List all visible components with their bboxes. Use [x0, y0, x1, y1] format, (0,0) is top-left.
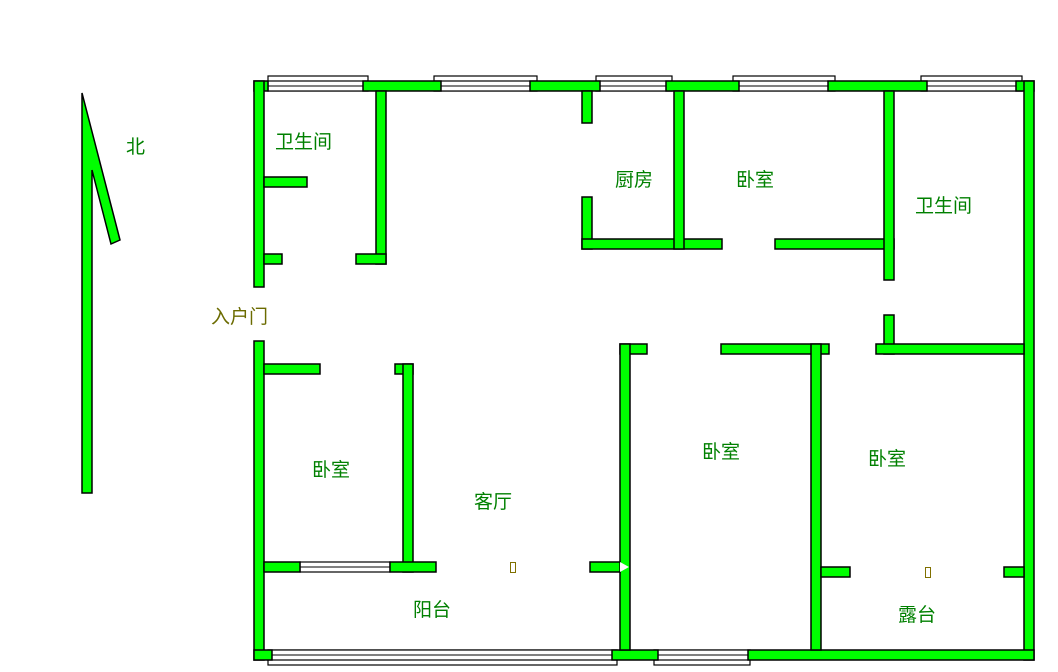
room-label-bedroom-right: 卧室	[868, 448, 907, 470]
walls	[253, 80, 1035, 661]
opening-marker	[925, 567, 931, 578]
room-label-balcony: 阳台	[413, 599, 452, 621]
room-label-bedroom-left: 卧室	[312, 459, 351, 481]
room-label-bath-right: 卫生间	[915, 195, 973, 217]
compass-label: 北	[126, 136, 146, 158]
room-label-bedroom-top: 卧室	[736, 169, 775, 191]
room-label-terrace: 露台	[898, 604, 937, 626]
room-label-bedroom-middle: 卧室	[702, 441, 741, 463]
bottom-windows	[267, 561, 751, 666]
door-arrow-icon	[620, 562, 629, 572]
room-label-kitchen: 厨房	[615, 169, 654, 191]
room-label-bath-left: 卫生间	[275, 131, 333, 153]
room-label-living: 客厅	[474, 491, 513, 513]
entrance-label: 入户门	[211, 306, 269, 328]
top-windows	[267, 75, 1023, 92]
opening-marker	[510, 562, 516, 573]
north-arrow-icon	[81, 92, 121, 494]
